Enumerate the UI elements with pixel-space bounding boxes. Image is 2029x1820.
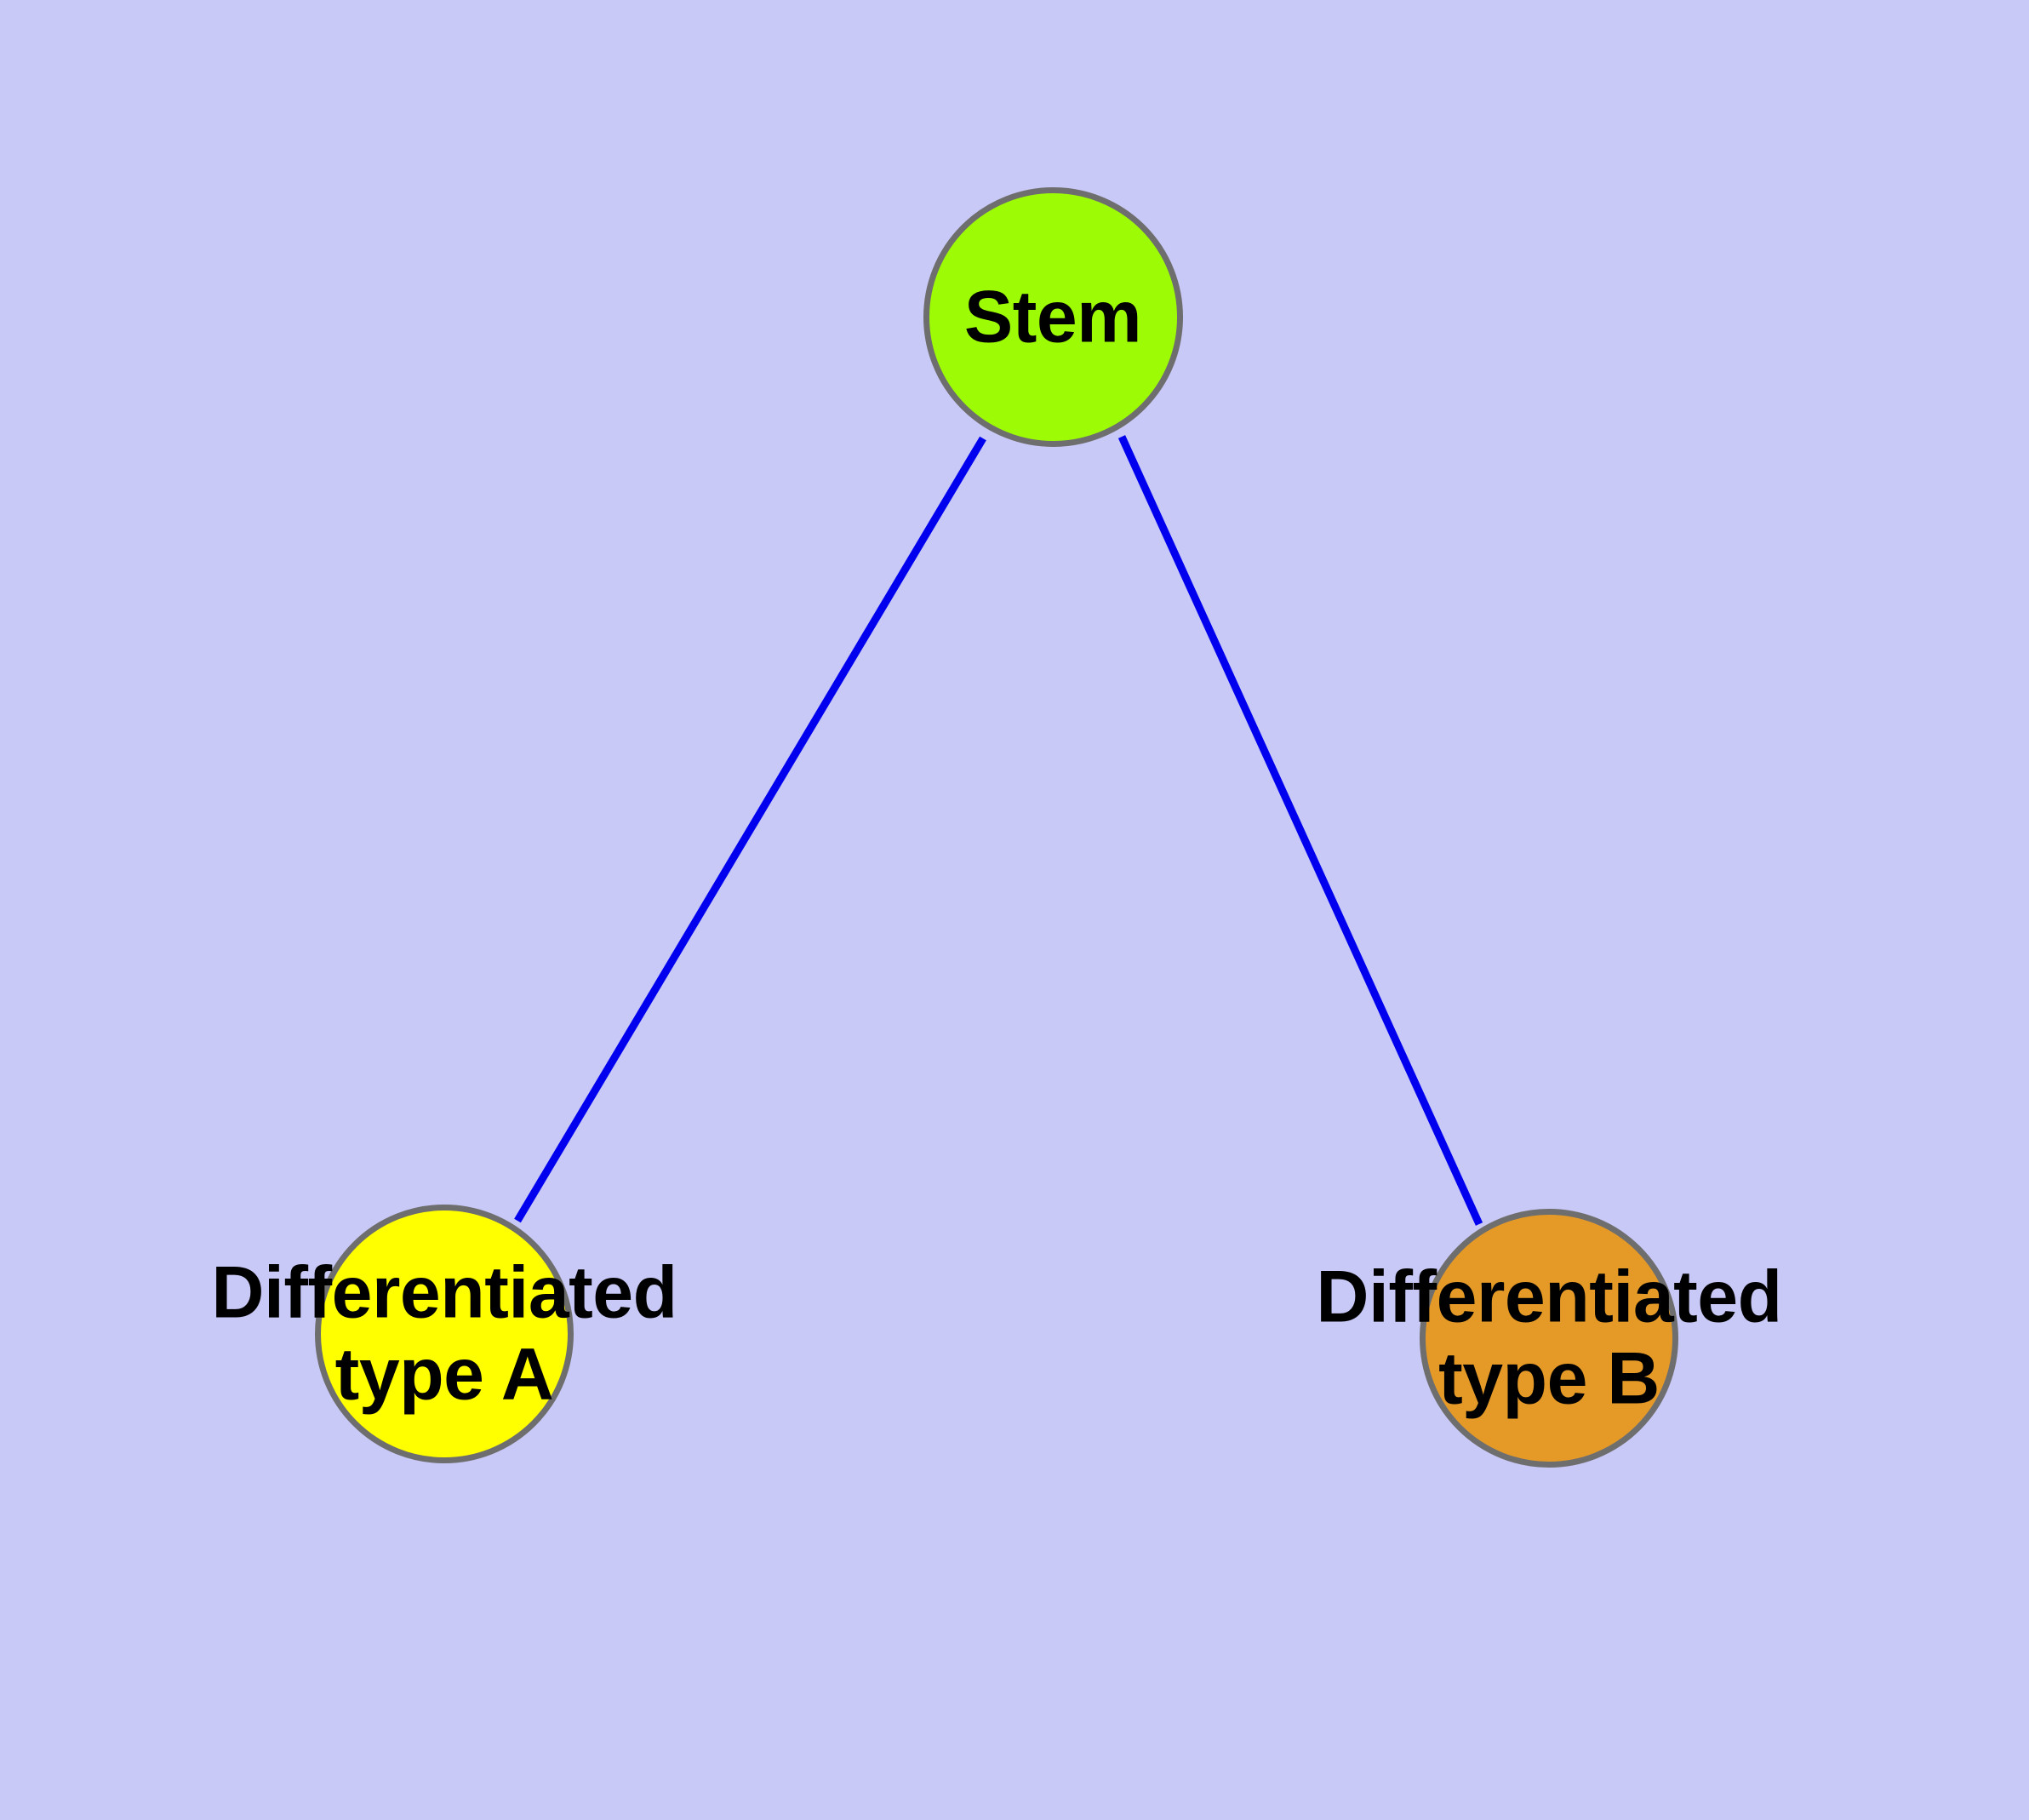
node-differentiated-type-a-circle [315,1205,574,1463]
edge-stem-to-type-a [514,436,986,1223]
node-differentiated-type-a[interactable]: Differentiated type A [211,1205,677,1463]
node-stem-label: Stem [963,275,1142,358]
node-stem[interactable]: Stem [923,186,1183,447]
node-differentiated-type-b-label: Differentiated type B [1316,1256,1782,1420]
edge-stem-to-type-b [1117,435,1483,1226]
node-differentiated-type-a-label: Differentiated type A [211,1251,677,1416]
node-differentiated-type-b-circle [1420,1209,1678,1468]
node-stem-circle [923,186,1183,447]
node-differentiated-type-b[interactable]: Differentiated type B [1316,1209,1782,1468]
